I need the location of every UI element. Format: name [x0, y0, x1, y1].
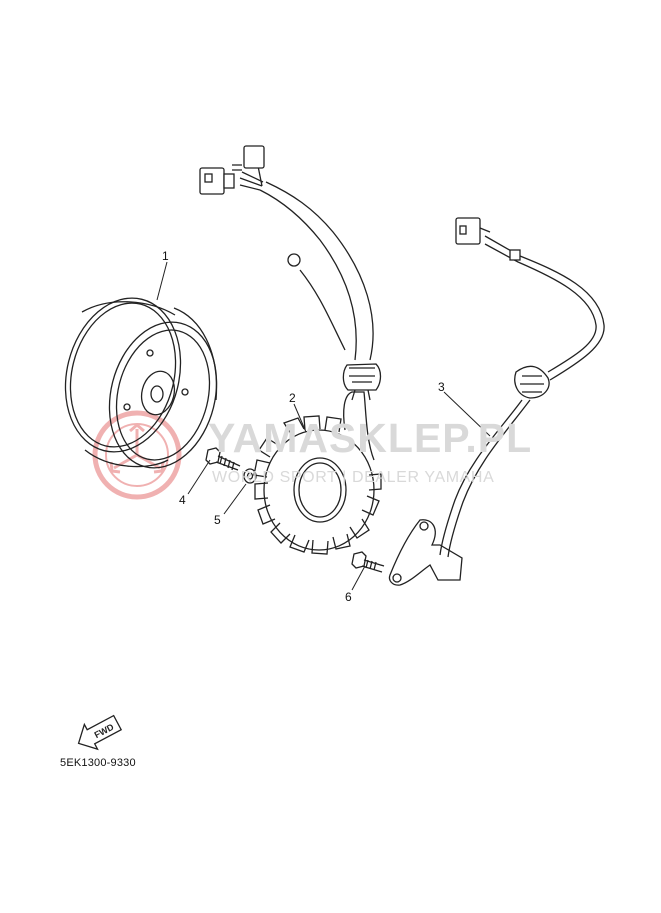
stator-connector-a: [199, 167, 235, 195]
leader-line-2: [293, 403, 307, 433]
callout-4: 4: [179, 493, 186, 507]
stator-connector-b: [232, 145, 265, 171]
watermark-text: YAMASKLEP.PL: [208, 415, 533, 461]
callout-5: 5: [214, 513, 221, 527]
callout-3: 3: [438, 380, 445, 394]
diagram-code: 5EK1300-9330: [60, 757, 136, 769]
rotor-assembly: [64, 297, 218, 469]
pickup-coil-assembly: [388, 235, 605, 586]
leader-line-3: [443, 391, 491, 437]
callout-2: 2: [289, 391, 296, 405]
leader-line-1: [156, 261, 168, 301]
fwd-arrow-icon: FWD: [77, 714, 123, 751]
leader-line-5: [223, 483, 247, 515]
leader-line-4: [187, 459, 211, 495]
watermark-subtext: WORLD SPORT | DEALER YAMAHA: [212, 469, 495, 486]
washer-part-5: [243, 468, 257, 484]
screw-part-6: [351, 551, 385, 573]
callout-1: 1: [162, 249, 169, 263]
leader-line-6: [351, 565, 366, 591]
stator-assembly: [253, 391, 382, 555]
leader-lines: [156, 261, 491, 591]
stator-wire-harness: [239, 165, 382, 401]
pickup-connector: [455, 217, 521, 261]
callout-6: 6: [345, 590, 352, 604]
